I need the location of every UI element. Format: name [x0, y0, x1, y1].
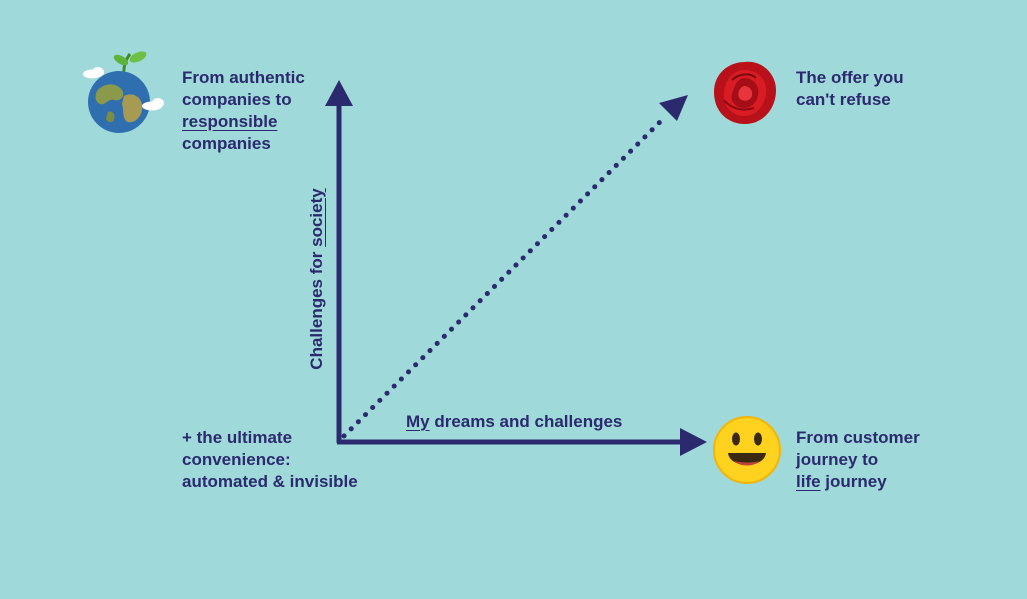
bottom-right-underlined-word: life	[796, 472, 821, 491]
quadrant-label-top-right: The offer you can't refuse	[796, 67, 904, 111]
quadrant-label-bottom-left: + the ultimate convenience: automated & …	[182, 427, 358, 493]
x-axis-label-underlined: My	[406, 412, 430, 431]
x-axis-label: My dreams and challenges	[406, 411, 622, 433]
top-left-line-2: companies to	[182, 90, 292, 109]
y-axis-label-underlined: society	[307, 188, 326, 247]
y-axis-label-prefix: Challenges for	[307, 246, 326, 370]
y-axis-label: Challenges for society	[306, 188, 328, 369]
top-right-line-1: The offer you	[796, 68, 904, 87]
bottom-left-line-3: automated & invisible	[182, 472, 358, 491]
top-left-line-4: companies	[182, 134, 271, 153]
smiley-face-icon	[713, 416, 781, 484]
red-rose-icon	[714, 61, 776, 124]
bottom-right-line-2: journey to	[796, 450, 879, 469]
top-right-line-2: can't refuse	[796, 90, 891, 109]
diagonal-dotted-arrow-line	[341, 113, 669, 439]
y-axis-arrowhead	[325, 80, 353, 106]
diagonal-arrowhead	[659, 95, 688, 121]
bottom-right-line-3-rest: journey	[820, 472, 887, 491]
bottom-left-line-2: convenience:	[182, 450, 291, 469]
quadrant-label-top-left: From authentic companies to responsible …	[182, 67, 305, 155]
bottom-left-line-1: + the ultimate	[182, 428, 293, 447]
earth-with-sprout-icon	[83, 51, 164, 133]
x-axis-arrowhead	[680, 428, 707, 456]
top-left-line-1: From authentic	[182, 68, 305, 87]
bottom-right-line-1: From customer	[796, 428, 920, 447]
x-axis-label-rest: dreams and challenges	[429, 412, 623, 431]
quadrant-label-bottom-right: From customer journey to life journey	[796, 427, 920, 493]
top-left-underlined-word: responsible	[182, 112, 278, 131]
